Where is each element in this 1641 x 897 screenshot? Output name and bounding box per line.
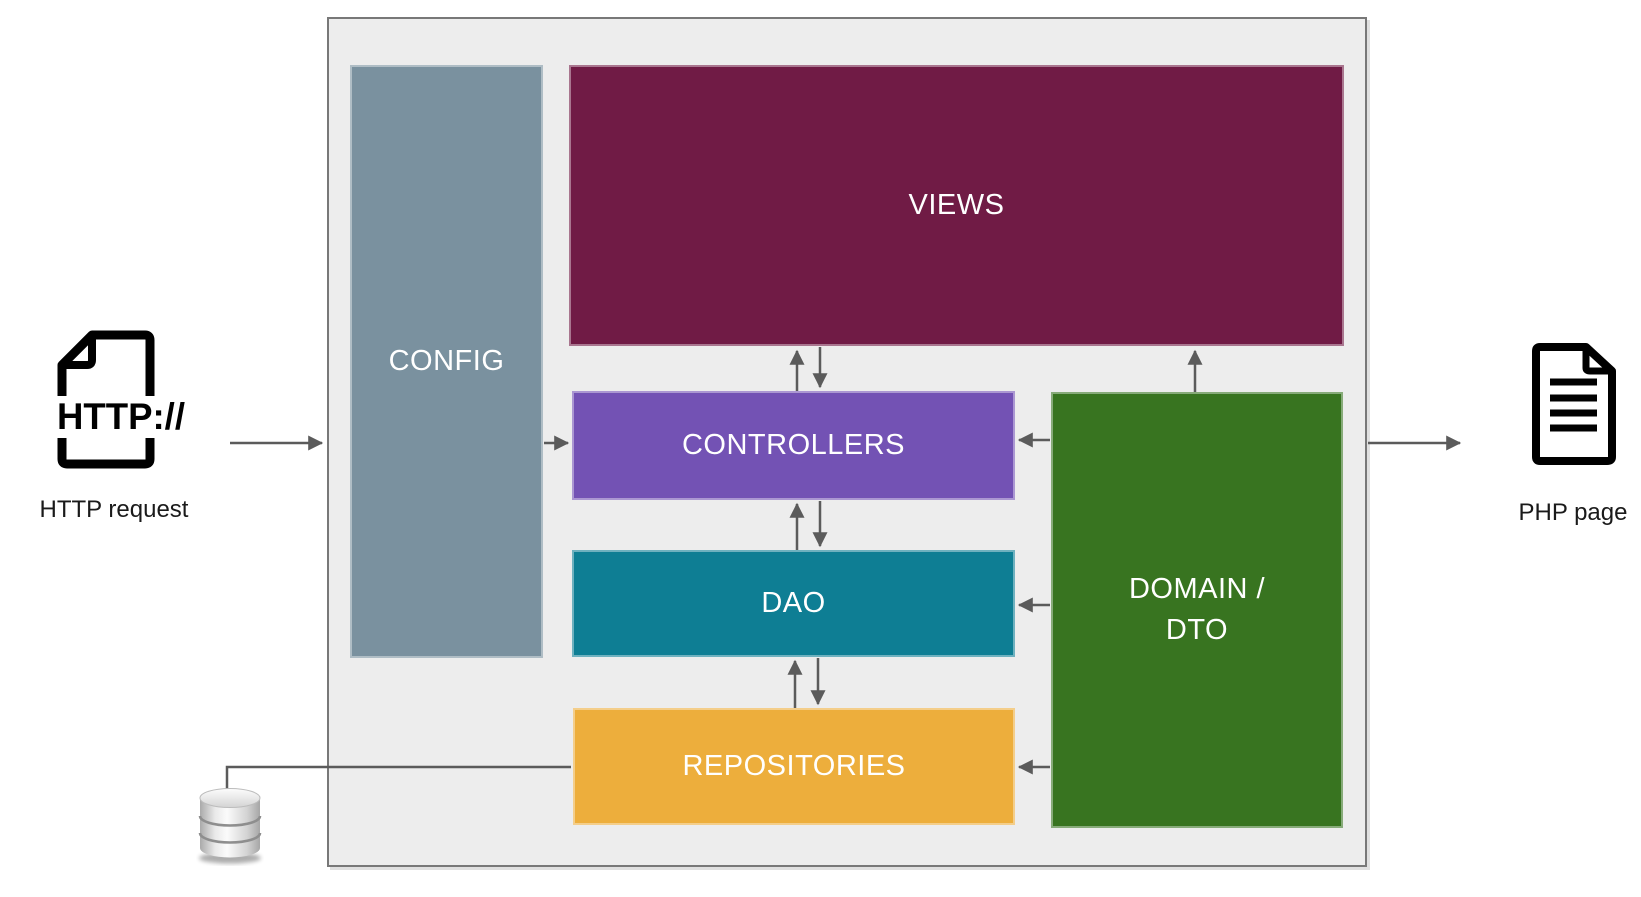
php-page-icon xyxy=(1532,343,1616,465)
domain-dto-box: DOMAIN / DTO xyxy=(1051,392,1343,828)
controllers-label: CONTROLLERS xyxy=(681,428,906,461)
domain-dto-label: DOMAIN / DTO xyxy=(1128,572,1266,646)
repositories-label: REPOSITORIES xyxy=(682,749,906,782)
php-page-caption: PHP page xyxy=(1518,499,1628,526)
dao-label: DAO xyxy=(761,586,826,619)
views-box: VIEWS xyxy=(569,65,1344,346)
config-label: CONFIG xyxy=(388,344,505,377)
repositories-box: REPOSITORIES xyxy=(573,708,1015,825)
http-request-icon: HTTP:// xyxy=(50,330,192,469)
dao-box: DAO xyxy=(572,550,1015,657)
config-box: CONFIG xyxy=(350,65,543,658)
http-icon-text: HTTP:// xyxy=(57,396,185,437)
database-cylinder-icon xyxy=(198,788,262,864)
controllers-box: CONTROLLERS xyxy=(572,391,1015,500)
http-request-caption: HTTP request xyxy=(39,496,189,523)
views-label: VIEWS xyxy=(908,188,1005,221)
